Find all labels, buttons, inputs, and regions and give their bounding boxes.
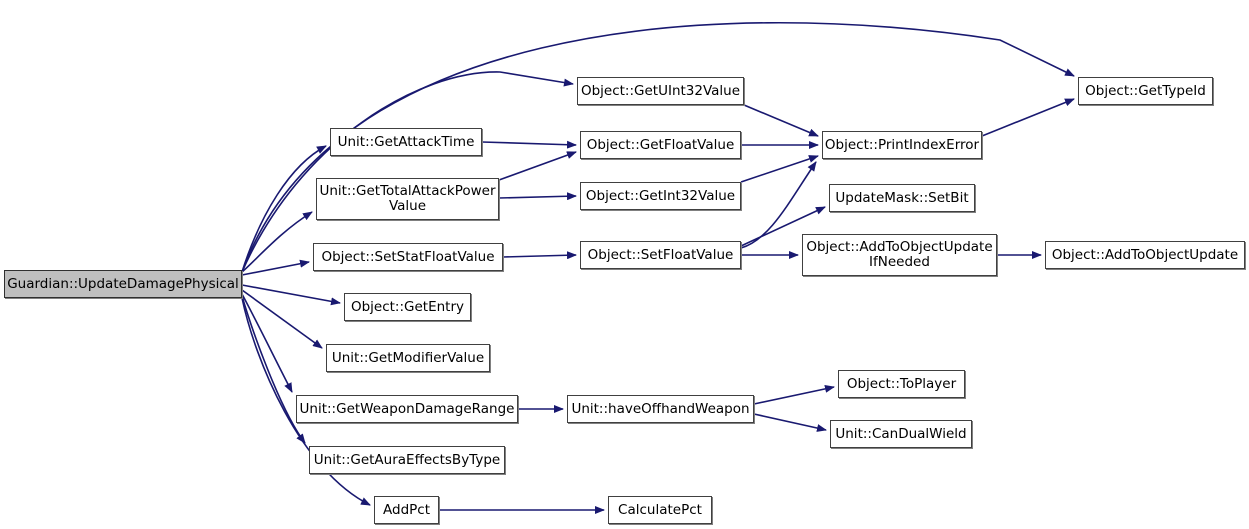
edge-getuint32-to-printindex xyxy=(743,104,819,137)
graph-node-label: AddPct xyxy=(383,501,430,518)
graph-node-toplayer[interactable]: Object::ToPlayer xyxy=(838,370,965,398)
edge-setfloat-to-printindex xyxy=(740,161,817,249)
graph-node-label: Unit::GetModifierValue xyxy=(331,349,485,366)
edge-root-to-setstat xyxy=(241,259,310,276)
edge-root-to-addpct xyxy=(241,297,371,506)
graph-node-label: Object::AddToObjectUpdate xyxy=(1051,246,1239,263)
graph-node-root[interactable]: Guardian::UpdateDamagePhysical xyxy=(4,270,242,298)
graph-node-gettypeid[interactable]: Object::GetTypeId xyxy=(1078,77,1213,105)
graph-node-getattack[interactable]: Unit::GetAttackTime xyxy=(330,128,482,156)
graph-node-getfloat[interactable]: Object::GetFloatValue xyxy=(580,131,741,159)
graph-node-calcpct[interactable]: CalculatePct xyxy=(608,496,712,524)
edge-haveoffhand-to-toplayer xyxy=(753,384,835,405)
edge-root-to-gettypeid xyxy=(241,22,1075,273)
graph-node-setbit[interactable]: UpdateMask::SetBit xyxy=(829,184,975,212)
graph-node-label: Object::GetUInt32Value xyxy=(580,82,741,99)
graph-node-label: Object::GetTypeId xyxy=(1085,82,1206,99)
graph-node-label: Object::PrintIndexError xyxy=(824,136,980,153)
graph-node-label: Object::GetEntry xyxy=(350,298,465,315)
graph-node-gettotalap[interactable]: Unit::GetTotalAttackPower Value xyxy=(316,178,499,220)
edge-root-to-getweapon xyxy=(241,293,293,393)
graph-node-getentry[interactable]: Object::GetEntry xyxy=(344,293,471,321)
edge-setstat-to-setfloat xyxy=(502,251,577,260)
graph-node-label: Object::ToPlayer xyxy=(846,375,957,392)
graph-node-setstat[interactable]: Object::SetStatFloatValue xyxy=(313,243,503,271)
edge-getint32-to-printindex xyxy=(740,155,819,183)
graph-node-label: Guardian::UpdateDamagePhysical xyxy=(7,275,239,292)
graph-node-label: Object::AddToObjectUpdate IfNeeded xyxy=(806,239,993,270)
edge-root-to-getaura xyxy=(241,295,306,444)
edge-getattack-to-getfloat xyxy=(481,140,577,149)
graph-node-label: Object::GetInt32Value xyxy=(585,187,736,204)
graph-node-label: Object::SetStatFloatValue xyxy=(321,248,495,265)
graph-node-label: Object::SetFloatValue xyxy=(587,246,734,263)
graph-node-label: Unit::haveOffhandWeapon xyxy=(571,400,750,417)
edge-printindex-to-gettypeid xyxy=(981,98,1075,137)
graph-node-label: Unit::GetAttackTime xyxy=(337,133,475,150)
edge-setfloat-to-setbit xyxy=(740,206,826,247)
edge-gettotalap-to-getint32 xyxy=(498,192,577,201)
edge-root-to-getuint32 xyxy=(241,71,574,273)
graph-node-getweapon[interactable]: Unit::GetWeaponDamageRange xyxy=(296,395,518,423)
edge-root-to-gettotalap xyxy=(241,211,313,273)
edge-root-to-getentry xyxy=(241,284,341,306)
graph-node-label: CalculatePct xyxy=(618,501,702,518)
graph-node-getmodifier[interactable]: Unit::GetModifierValue xyxy=(326,344,490,372)
graph-node-getaura[interactable]: Unit::GetAuraEffectsByType xyxy=(309,446,505,474)
graph-node-label: Unit::GetWeaponDamageRange xyxy=(299,400,515,417)
graph-node-candual[interactable]: Unit::CanDualWield xyxy=(830,420,972,448)
graph-node-label: Unit::GetTotalAttackPower Value xyxy=(319,183,496,214)
edge-root-to-getmodifier xyxy=(241,289,323,349)
edge-gettotalap-to-getfloat xyxy=(498,151,577,181)
graph-node-setfloat[interactable]: Object::SetFloatValue xyxy=(580,241,741,269)
graph-node-label: Unit::CanDualWield xyxy=(835,425,967,442)
graph-node-haveoffhand[interactable]: Unit::haveOffhandWeapon xyxy=(567,395,754,423)
graph-node-addtoupdate[interactable]: Object::AddToObjectUpdate xyxy=(1045,241,1245,269)
graph-node-label: UpdateMask::SetBit xyxy=(835,189,969,206)
edge-root-to-getattack xyxy=(241,145,327,273)
graph-node-addtoifneed[interactable]: Object::AddToObjectUpdate IfNeeded xyxy=(802,234,997,276)
graph-node-label: Object::GetFloatValue xyxy=(586,136,735,153)
graph-node-getint32[interactable]: Object::GetInt32Value xyxy=(580,182,741,210)
graph-node-getuint32[interactable]: Object::GetUInt32Value xyxy=(577,77,744,105)
edge-haveoffhand-to-candual xyxy=(753,413,827,432)
graph-node-printindex[interactable]: Object::PrintIndexError xyxy=(822,131,982,159)
graph-node-label: Unit::GetAuraEffectsByType xyxy=(313,451,501,468)
graph-node-addpct[interactable]: AddPct xyxy=(374,496,439,524)
